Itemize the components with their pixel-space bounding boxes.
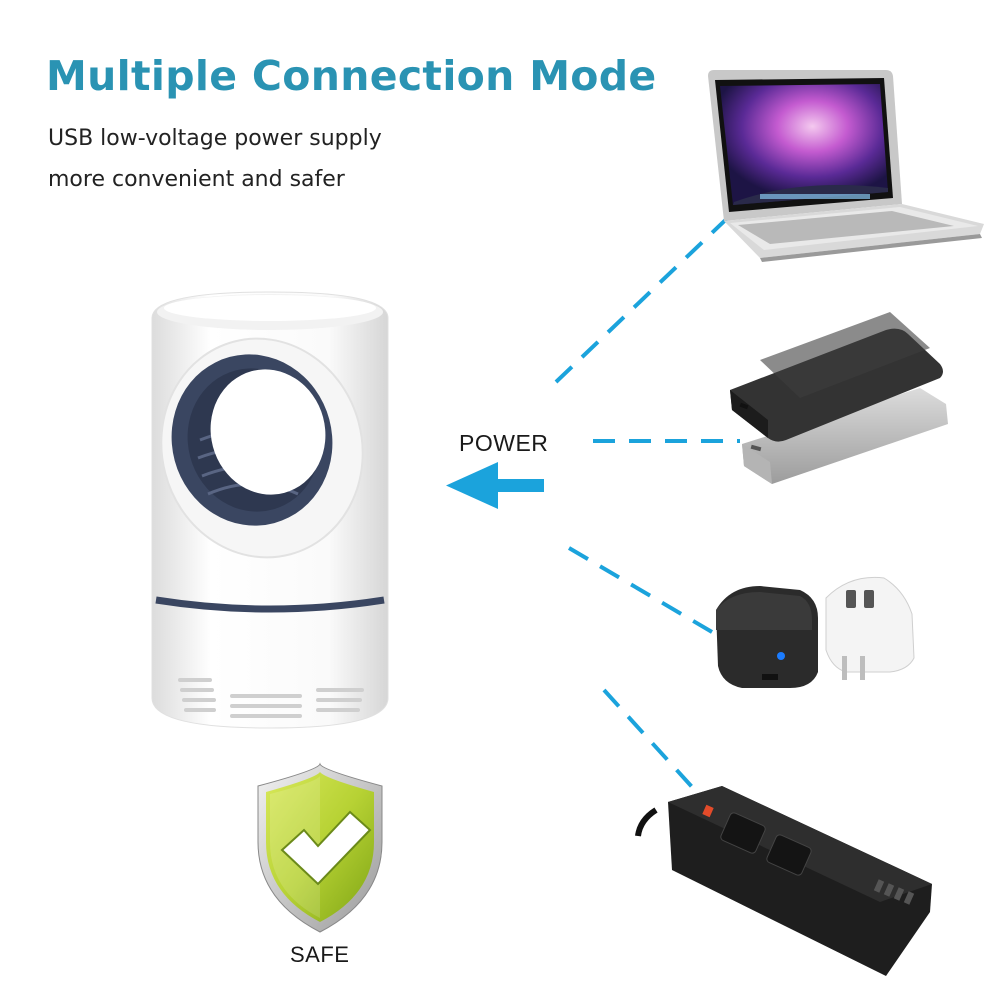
- mosquito-lamp-icon: [151, 291, 389, 729]
- safety-shield-check-icon: [257, 762, 383, 933]
- power-label: POWER: [459, 430, 549, 456]
- power-arrow-icon: [446, 462, 544, 509]
- power-strip-icon: [635, 786, 932, 976]
- subtitle-line-2: more convenient and safer: [48, 167, 345, 192]
- connector-laptop: [554, 206, 740, 384]
- connector-power-strip: [602, 688, 695, 790]
- safe-label: SAFE: [290, 942, 350, 967]
- laptop-icon: [708, 70, 984, 262]
- connector-lines: [554, 206, 740, 790]
- connector-charger: [567, 546, 714, 634]
- usb-wall-charger-icon: [716, 576, 915, 688]
- subtitle: USB low-voltage power supply more conven…: [48, 118, 382, 200]
- subtitle-line-1: USB low-voltage power supply: [48, 126, 382, 151]
- power-bank-icon: [730, 312, 948, 484]
- page-title: Multiple Connection Mode: [46, 52, 657, 100]
